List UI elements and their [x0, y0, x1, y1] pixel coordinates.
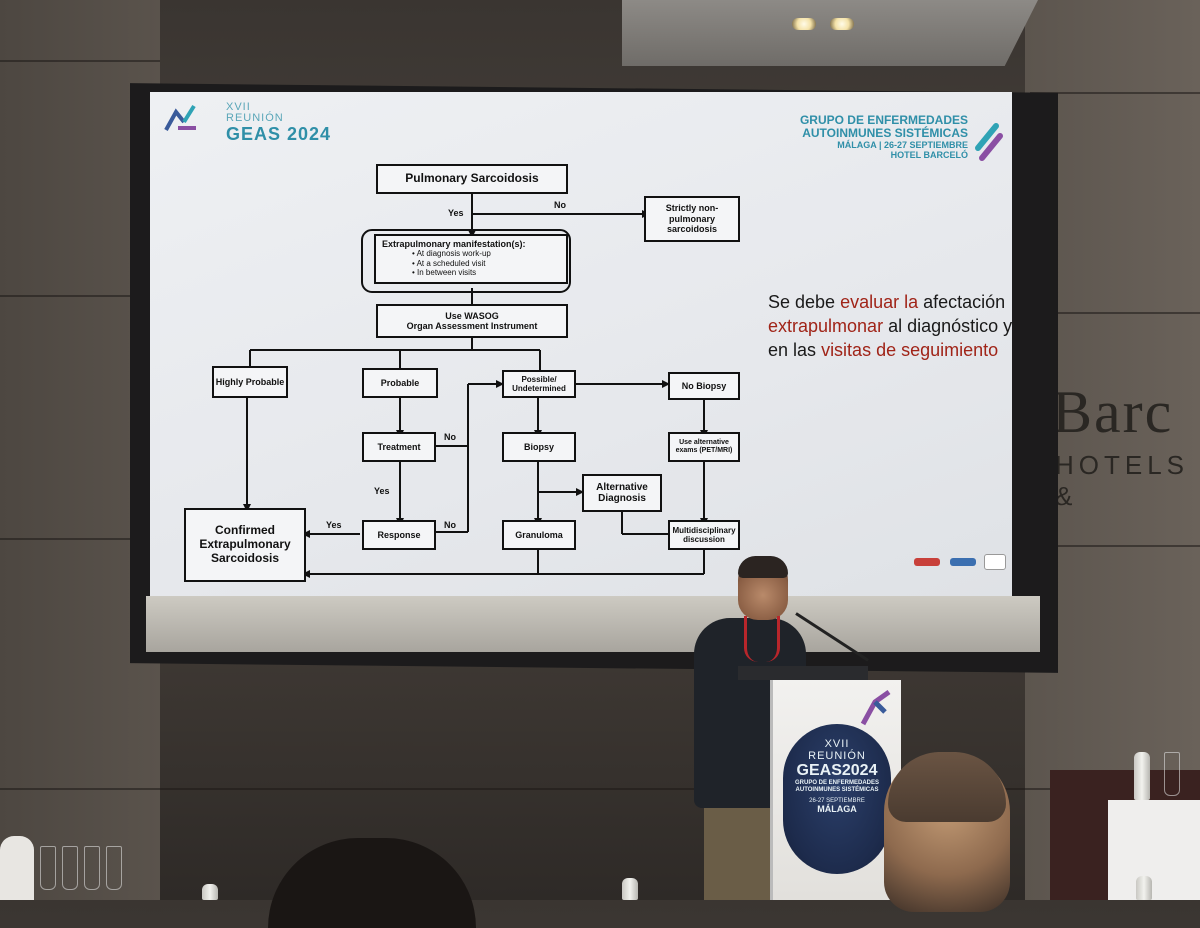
podium: XVII REUNIÓN GEAS2024 GRUPO DE ENFERMEDA…	[770, 680, 901, 900]
box-biopsy: Biopsy	[502, 432, 576, 462]
sponsor-logo-icon	[914, 558, 940, 566]
slide-takeaway-text: Se debe evaluar la afectación extrapulmo…	[768, 292, 1012, 360]
screen-bottom-margin	[146, 596, 1040, 652]
box-extrapulmonary-manifestations: Extrapulmonary manifestation(s): • At di…	[374, 234, 568, 284]
podium-event-banner: XVII REUNIÓN GEAS2024 GRUPO DE ENFERMEDA…	[783, 724, 891, 874]
wall-seam	[0, 538, 160, 540]
label-yes: Yes	[374, 486, 390, 496]
box-possible-undetermined: Possible/ Undetermined	[502, 370, 576, 398]
wall-sign-subtitle: HOTELS &	[1055, 450, 1190, 511]
box-treatment: Treatment	[362, 432, 436, 462]
presentation-slide: XVII REUNIÓN GEAS 2024 GRUPO DE ENFERMED…	[150, 92, 1012, 596]
organization-logo-icon	[975, 123, 1003, 161]
box-alternative-diagnosis: Alternative Diagnosis	[582, 474, 662, 512]
wall-seam	[1030, 92, 1200, 94]
extrapulmonary-list: • At diagnosis work-up • At a scheduled …	[382, 249, 560, 277]
box-highly-probable: Highly Probable	[212, 366, 288, 398]
extrapulmonary-title: Extrapulmonary manifestation(s):	[382, 239, 526, 249]
geas-antibody-logo-icon	[164, 104, 196, 131]
glass	[106, 846, 122, 890]
box-alternative-exams: Use alternative exams (PET/MRI)	[668, 432, 740, 462]
label-no: No	[554, 200, 566, 210]
ceiling-light	[792, 18, 816, 30]
table-card	[1108, 800, 1200, 900]
wall-seam	[0, 60, 160, 62]
list-item: • At diagnosis work-up	[412, 249, 491, 259]
wall-seam	[1030, 545, 1200, 547]
speaker-hair	[738, 556, 788, 578]
wall-seam	[0, 788, 1200, 790]
chair	[0, 836, 34, 900]
box-confirmed-extrapulmonary-sarcoidosis: Confirmed Extrapulmonary Sarcoidosis	[184, 508, 306, 582]
box-no-biopsy: No Biopsy	[668, 372, 740, 400]
ceiling-light	[830, 18, 854, 30]
label-no: No	[444, 520, 456, 530]
box-probable: Probable	[362, 368, 438, 398]
box-granuloma: Granuloma	[502, 520, 576, 550]
podium-antibody-icon	[860, 689, 891, 726]
box-strictly-non-pulmonary: Strictly non-pulmonary sarcoidosis	[644, 196, 740, 242]
box-use-wasog: Use WASOG Organ Assessment Instrument	[376, 304, 568, 338]
audience-hair	[888, 752, 1006, 822]
wall-sign-logo: Barc	[1052, 379, 1174, 445]
sponsor-logo-icon	[984, 554, 1006, 570]
laptop	[738, 666, 868, 680]
header-geas-title: GEAS 2024	[226, 124, 332, 144]
water-bottle	[202, 884, 218, 900]
list-item: • At a scheduled visit	[412, 258, 486, 268]
wall-seam	[0, 295, 160, 297]
glass	[62, 846, 78, 890]
water-bottle	[1136, 876, 1152, 900]
box-response: Response	[362, 520, 436, 550]
wall-seam	[1030, 312, 1200, 314]
list-item: • In between visits	[412, 267, 477, 277]
glass	[84, 846, 100, 890]
label-yes: Yes	[326, 520, 342, 530]
water-bottle	[1134, 752, 1150, 800]
glass	[1164, 752, 1180, 796]
speaker-lanyard	[744, 616, 780, 662]
sponsor-logo-icon	[950, 558, 976, 566]
header-edition: XVII REUNIÓN	[226, 101, 284, 124]
header-organization: GRUPO DE ENFERMEDADES AUTOINMUNES SISTÉM…	[799, 113, 968, 161]
glass	[40, 846, 56, 890]
label-yes: Yes	[448, 208, 464, 218]
box-multidisciplinary-discussion: Multidisciplinary discussion	[668, 520, 740, 550]
audience-head	[268, 838, 476, 928]
water-bottle	[622, 878, 638, 900]
ceiling-projector-box	[622, 0, 1038, 66]
label-no: No	[444, 432, 456, 442]
box-pulmonary-sarcoidosis: Pulmonary Sarcoidosis	[376, 164, 568, 194]
